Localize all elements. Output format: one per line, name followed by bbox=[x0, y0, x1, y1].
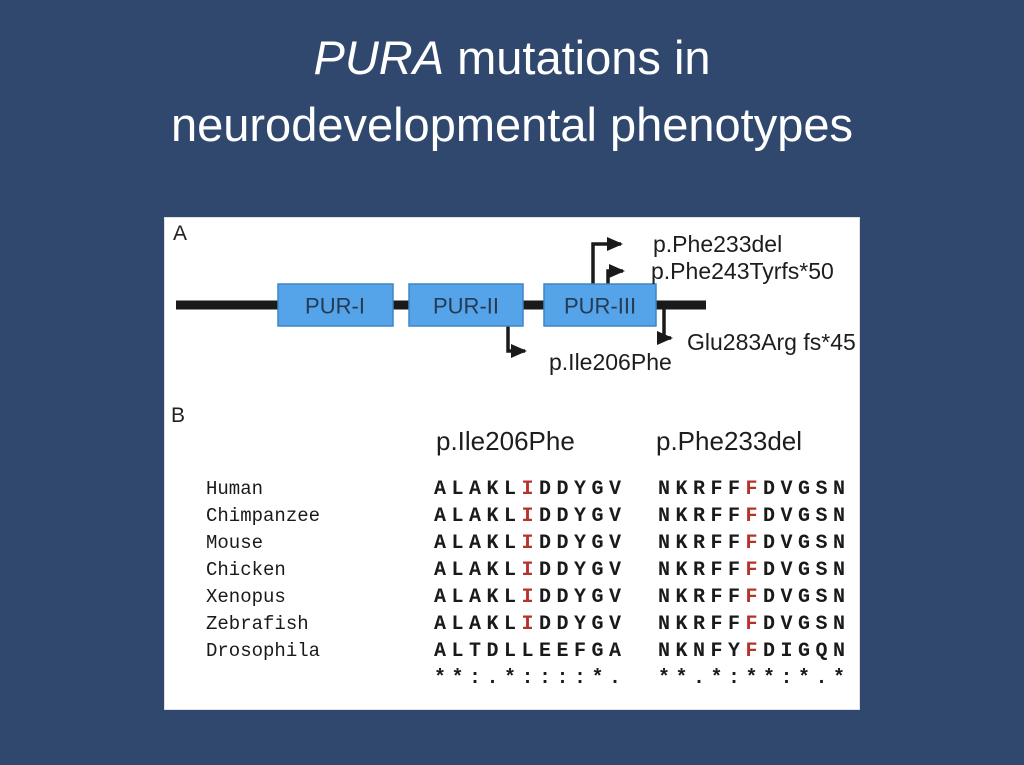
mutation-label-phe233del: p.Phe233del bbox=[653, 231, 782, 257]
alignment-row: Drosophila ALTDLLEEFGA NKNFYFDIGQN bbox=[165, 638, 859, 665]
species-label: Human bbox=[206, 478, 264, 500]
sequence-col1: ALTDLLEEFGA bbox=[434, 640, 627, 663]
alignment-row: Chimpanzee ALAKLIDDYGV NKRFFFDVGSN bbox=[165, 503, 859, 530]
arrow-glu283arg bbox=[657, 305, 673, 345]
conservation-col2: **.*:**:*.* bbox=[658, 667, 851, 690]
title-gene-name: PURA bbox=[313, 31, 445, 84]
domain-box-pur1 bbox=[277, 283, 394, 327]
species-label: Drosophila bbox=[206, 640, 321, 662]
sequence-col1: ALAKLIDDYGV bbox=[434, 532, 627, 555]
domain-box-pur2 bbox=[408, 283, 524, 327]
domain-diagram: A PUR-I PUR-II PUR-III p.Phe233del p.Phe… bbox=[173, 222, 856, 375]
conservation-row: **:.*::::*. **.*:**:*.* bbox=[165, 665, 859, 692]
figure-panel: A PUR-I PUR-II PUR-III p.Phe233del p.Phe… bbox=[164, 217, 860, 710]
sequence-col2: NKRFFFDVGSN bbox=[658, 478, 851, 501]
arrow-ile206phe bbox=[506, 325, 527, 358]
species-label: Xenopus bbox=[206, 586, 286, 608]
sequence-col2: NKNFYFDIGQN bbox=[658, 640, 851, 663]
slide-title: PURA mutations in neurodevelopmental phe… bbox=[0, 24, 1024, 158]
sequence-col2: NKRFFFDVGSN bbox=[658, 505, 851, 528]
sequence-col1: ALAKLIDDYGV bbox=[434, 586, 627, 609]
mutation-label-glu283arg: Glu283Arg fs*45 bbox=[687, 329, 856, 355]
alignment-row: Chicken ALAKLIDDYGV NKRFFFDVGSN bbox=[165, 557, 859, 584]
title-line-1: PURA mutations in bbox=[0, 24, 1024, 91]
alignment-header-phe233del: p.Phe233del bbox=[656, 426, 803, 456]
species-label: Chimpanzee bbox=[206, 505, 321, 527]
sequence-col2: NKRFFFDVGSN bbox=[658, 559, 851, 582]
alignment-header-ile206phe: p.Ile206Phe bbox=[436, 426, 575, 456]
arrow-phe243tyrfs bbox=[606, 264, 625, 286]
panel-b-label: B bbox=[171, 404, 186, 427]
sequence-col1: ALAKLIDDYGV bbox=[434, 478, 627, 501]
title-line-1-rest: mutations in bbox=[444, 31, 711, 84]
domain-label-pur1: PUR-I bbox=[305, 294, 365, 319]
title-line-2: neurodevelopmental phenotypes bbox=[170, 98, 853, 151]
species-label: Chicken bbox=[206, 559, 286, 581]
sequence-col1: ALAKLIDDYGV bbox=[434, 559, 627, 582]
sequence-col1: ALAKLIDDYGV bbox=[434, 505, 627, 528]
sequence-col2: NKRFFFDVGSN bbox=[658, 532, 851, 555]
sequence-col2: NKRFFFDVGSN bbox=[658, 586, 851, 609]
domain-label-pur3: PUR-III bbox=[564, 294, 636, 319]
sequence-col1: ALAKLIDDYGV bbox=[434, 613, 627, 636]
panel-a-label: A bbox=[173, 222, 187, 245]
domain-label-pur2: PUR-II bbox=[433, 294, 499, 319]
alignment-row: Xenopus ALAKLIDDYGV NKRFFFDVGSN bbox=[165, 584, 859, 611]
mutation-label-ile206phe: p.Ile206Phe bbox=[549, 349, 672, 375]
species-label: Mouse bbox=[206, 532, 264, 554]
mutation-label-phe243tyrfs: p.Phe243Tyrfs*50 bbox=[651, 258, 834, 284]
arrow-phe233del bbox=[591, 237, 623, 286]
conservation-col1: **:.*::::*. bbox=[434, 667, 627, 690]
alignment-row: Mouse ALAKLIDDYGV NKRFFFDVGSN bbox=[165, 530, 859, 557]
alignment-row: Zebrafish ALAKLIDDYGV NKRFFFDVGSN bbox=[165, 611, 859, 638]
sequence-col2: NKRFFFDVGSN bbox=[658, 613, 851, 636]
species-label: Zebrafish bbox=[206, 613, 309, 635]
alignment-row: Human ALAKLIDDYGV NKRFFFDVGSN bbox=[165, 476, 859, 503]
domain-box-pur3 bbox=[543, 283, 657, 327]
